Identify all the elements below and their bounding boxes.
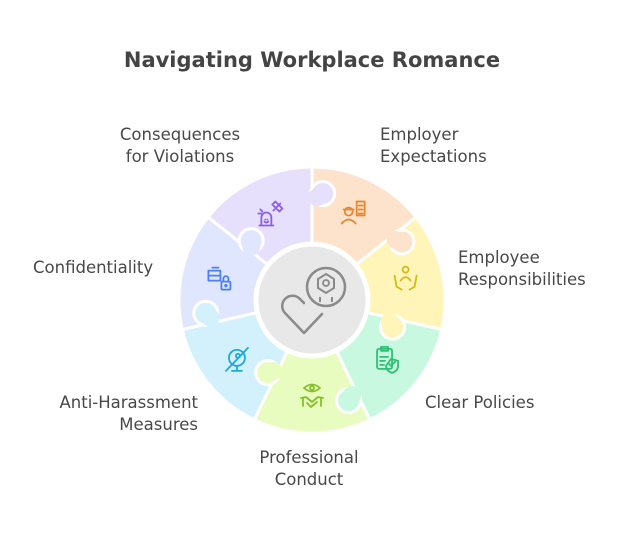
label-employer-expectations: Employer Expectations: [380, 124, 487, 168]
label-line: Expectations: [380, 147, 487, 166]
label-employee-responsibilities: Employee Responsibilities: [458, 247, 586, 291]
folder-lock-icon: [207, 266, 232, 291]
clipboard-shield-icon: [376, 345, 399, 374]
person-hands-icon: [393, 265, 418, 291]
shield-circle-icon: [305, 266, 347, 308]
heart-icon: [280, 294, 324, 335]
eye-handshake-icon: [300, 383, 324, 408]
label-line: Measures: [119, 415, 198, 434]
label-line: for Violations: [125, 147, 235, 166]
label-line: Clear Policies: [425, 393, 535, 412]
worker-building-icon: [340, 200, 366, 225]
segment-7: [205, 165, 314, 267]
puzzle-tab-neck: [308, 188, 327, 207]
label-line: Employee: [458, 248, 540, 267]
no-surveillance-icon: [225, 346, 249, 372]
label-anti-harassment-measures: Anti-Harassment Measures: [30, 392, 198, 436]
hex-dot-icon: [322, 279, 330, 287]
hex-person-icon: [317, 272, 335, 302]
label-confidentiality: Confidentiality: [33, 257, 153, 279]
label-line: Responsibilities: [458, 270, 586, 289]
puzzle-tab-neck: [386, 230, 405, 249]
label-line: Consequences: [119, 125, 241, 144]
label-professional-conduct: Professional Conduct: [250, 447, 368, 491]
puzzle-tab-neck: [201, 308, 220, 327]
diagram-title: Navigating Workplace Romance: [123, 48, 501, 72]
puzzle-tab-neck: [264, 362, 283, 381]
gavel-icon: [257, 200, 284, 227]
label-line: Conduct: [274, 470, 344, 489]
puzzle-tab-neck: [380, 312, 399, 331]
label-line: Anti-Harassment: [59, 393, 198, 412]
puzzle-tab-neck: [242, 237, 261, 256]
label-line: Professional: [259, 448, 359, 467]
label-clear-policies: Clear Policies: [425, 392, 534, 414]
label-line: Employer: [380, 125, 459, 144]
label-line: Confidentiality: [33, 258, 154, 277]
label-consequences-for-violations: Consequences for Violations: [110, 124, 250, 168]
puzzle-tab-neck: [342, 385, 361, 404]
